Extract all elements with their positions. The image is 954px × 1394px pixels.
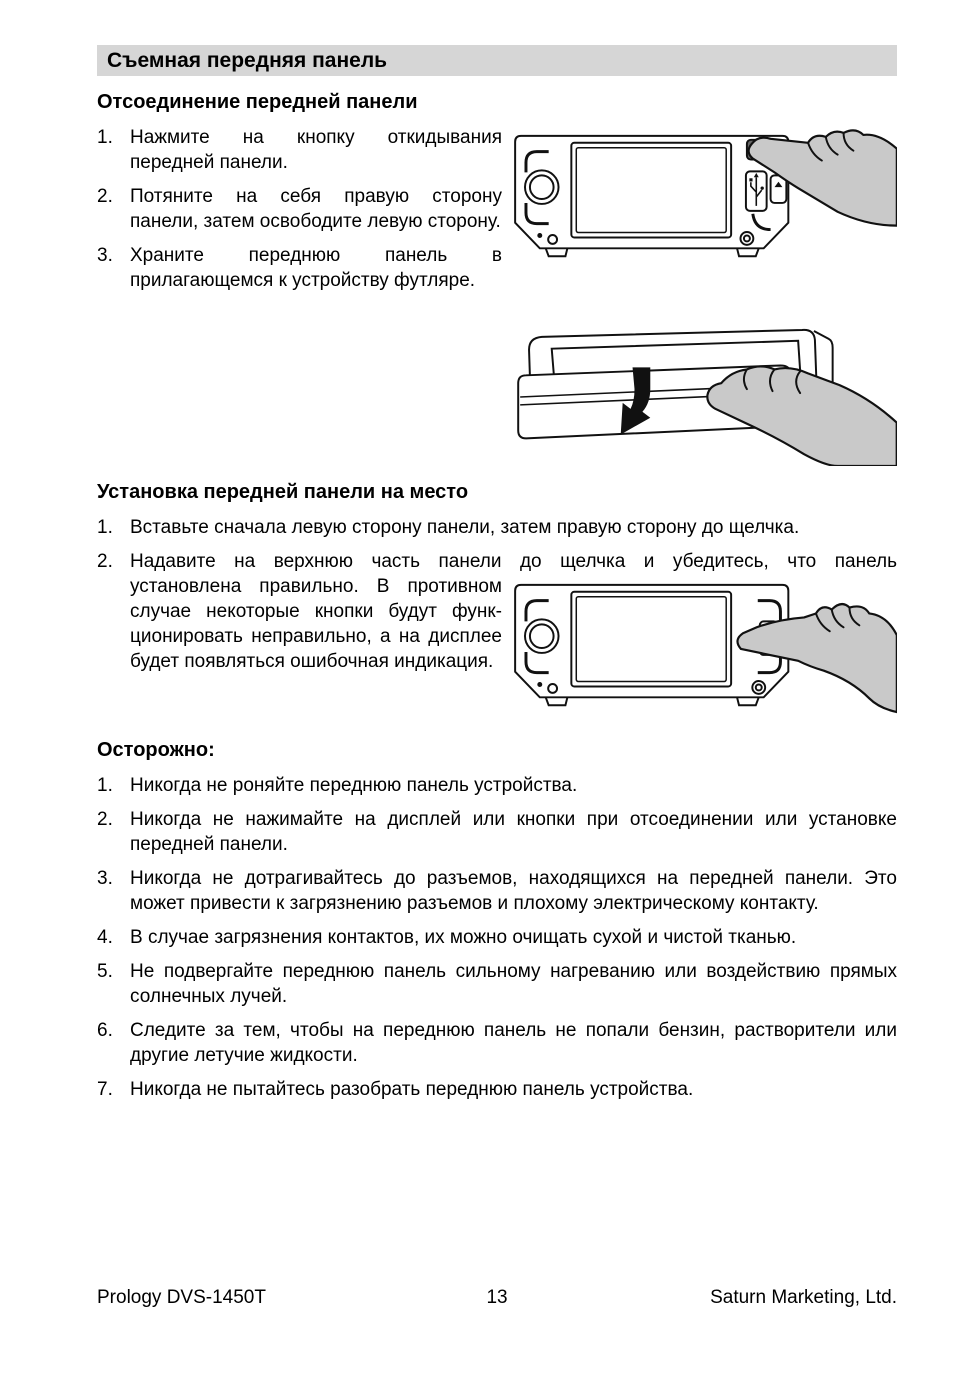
right-corner-brackets: [757, 599, 782, 675]
list-number: 3.: [97, 868, 113, 889]
figure-pull-off-panel: [512, 328, 897, 466]
list-item: 7. Никогда не пытайтесь разобрать передн…: [97, 1077, 897, 1102]
list-text: Нажмите на кнопку откидывания передней п…: [130, 127, 502, 173]
list-body: Надавите на верхнюю часть панели до щелч…: [130, 549, 897, 720]
display-screen: [570, 590, 733, 688]
hand-pressing-panel: [736, 603, 897, 714]
list-text-narrow: установлена правильно. В противном случа…: [130, 576, 502, 672]
list-number: 1.: [97, 127, 113, 148]
list-item: 3. Храните переднюю панель в прилагающем…: [97, 243, 502, 293]
display-screen: [570, 141, 733, 239]
list-item: 2. Надавите на верхнюю часть панели до щ…: [97, 549, 897, 720]
volume-knob: [524, 169, 560, 205]
list-number: 2.: [97, 551, 113, 572]
detach-row: 1. Нажмите на кнопку откидывания передне…: [97, 125, 897, 302]
list-text: Потяните на себя правую сторону панели, …: [130, 186, 502, 232]
list-text: Никогда не пытайтесь разобрать переднюю …: [130, 1079, 694, 1100]
list-number: 2.: [97, 186, 113, 207]
list-item: 2. Никогда не нажимайте на дисплей или к…: [97, 807, 897, 857]
footer-model: Prology DVS-1450T: [97, 1287, 266, 1308]
list-number: 5.: [97, 961, 113, 982]
hand-grabbing-panel: [706, 365, 897, 466]
power-hole: [739, 231, 755, 246]
volume-knob: [524, 618, 560, 654]
list-item: 4. В случае загрязнения контактов, их мо…: [97, 925, 897, 950]
list-text: Храните переднюю панель в прилагающемся …: [130, 245, 502, 291]
list-number: 1.: [97, 517, 113, 538]
front-panel-drawing: [514, 134, 790, 258]
list-number: 4.: [97, 927, 113, 948]
reset-dot: [537, 682, 543, 687]
list-number: 3.: [97, 245, 113, 266]
usb-port-icon: [744, 170, 768, 212]
list-text: Не подвергайте переднюю панель сильному …: [130, 961, 897, 1007]
caution-heading: Осторожно:: [97, 739, 215, 761]
install-wrap-row: установлена правильно. В противном случа…: [130, 574, 897, 720]
detach-list: 1. Нажмите на кнопку откидывания передне…: [97, 125, 502, 302]
list-text: Вставьте сначала левую сторону панели, з…: [130, 517, 800, 538]
front-panel-drawing: [514, 583, 790, 707]
list-item: 5. Не подвергайте переднюю панель сильно…: [97, 959, 897, 1009]
right-corner-bracket: [751, 213, 771, 232]
arrow-down-left-icon: [620, 367, 651, 435]
list-item: 1. Никогда не роняйте переднюю панель ус…: [97, 773, 897, 798]
footer-company: Saturn Marketing, Ltd.: [710, 1287, 898, 1308]
detach-heading: Отсоединение передней панели: [97, 91, 418, 113]
list-text: Никогда не нажимайте на дисплей или кноп…: [130, 809, 897, 855]
list-text: Никогда не дотрагивайтесь до разъемов, н…: [130, 868, 897, 914]
figure-press-release-button: [512, 127, 897, 271]
sensor-hole: [547, 683, 559, 694]
list-item: 1. Вставьте сначала левую сторону панели…: [97, 515, 897, 540]
list-text: Следите за тем, чтобы на переднюю панель…: [130, 1020, 897, 1066]
list-text-wide: Надавите на верхнюю часть панели до щелч…: [130, 551, 897, 572]
reset-dot: [537, 233, 543, 238]
power-hole: [751, 680, 767, 695]
hand-pressing-button: [747, 129, 897, 227]
list-item: 3. Никогда не дотрагивайтесь до разъемов…: [97, 866, 897, 916]
list-text: В случае загрязнения контактов, их можно…: [130, 927, 797, 948]
sensor-hole: [547, 234, 559, 245]
left-corner-brackets: [524, 599, 549, 675]
section-title-bar: Съемная передняя панель: [97, 45, 897, 76]
list-item: 6. Следите за тем, чтобы на переднюю пан…: [97, 1018, 897, 1068]
list-number: 2.: [97, 809, 113, 830]
page-number: 13: [486, 1287, 508, 1308]
list-number: 6.: [97, 1020, 113, 1041]
list-item: 1. Нажмите на кнопку откидывания передне…: [97, 125, 502, 175]
list-item: 2. Потяните на себя правую сторону панел…: [97, 184, 502, 234]
list-number: 1.: [97, 775, 113, 796]
figure-press-to-install: [512, 576, 897, 720]
page-footer: Prology DVS-1450T 13 Saturn Marketing, L…: [97, 1285, 897, 1310]
list-number: 7.: [97, 1079, 113, 1100]
left-corner-brackets: [524, 150, 549, 226]
install-heading: Установка передней панели на место: [97, 481, 469, 503]
list-text: Никогда не роняйте переднюю панель устро…: [130, 775, 578, 796]
